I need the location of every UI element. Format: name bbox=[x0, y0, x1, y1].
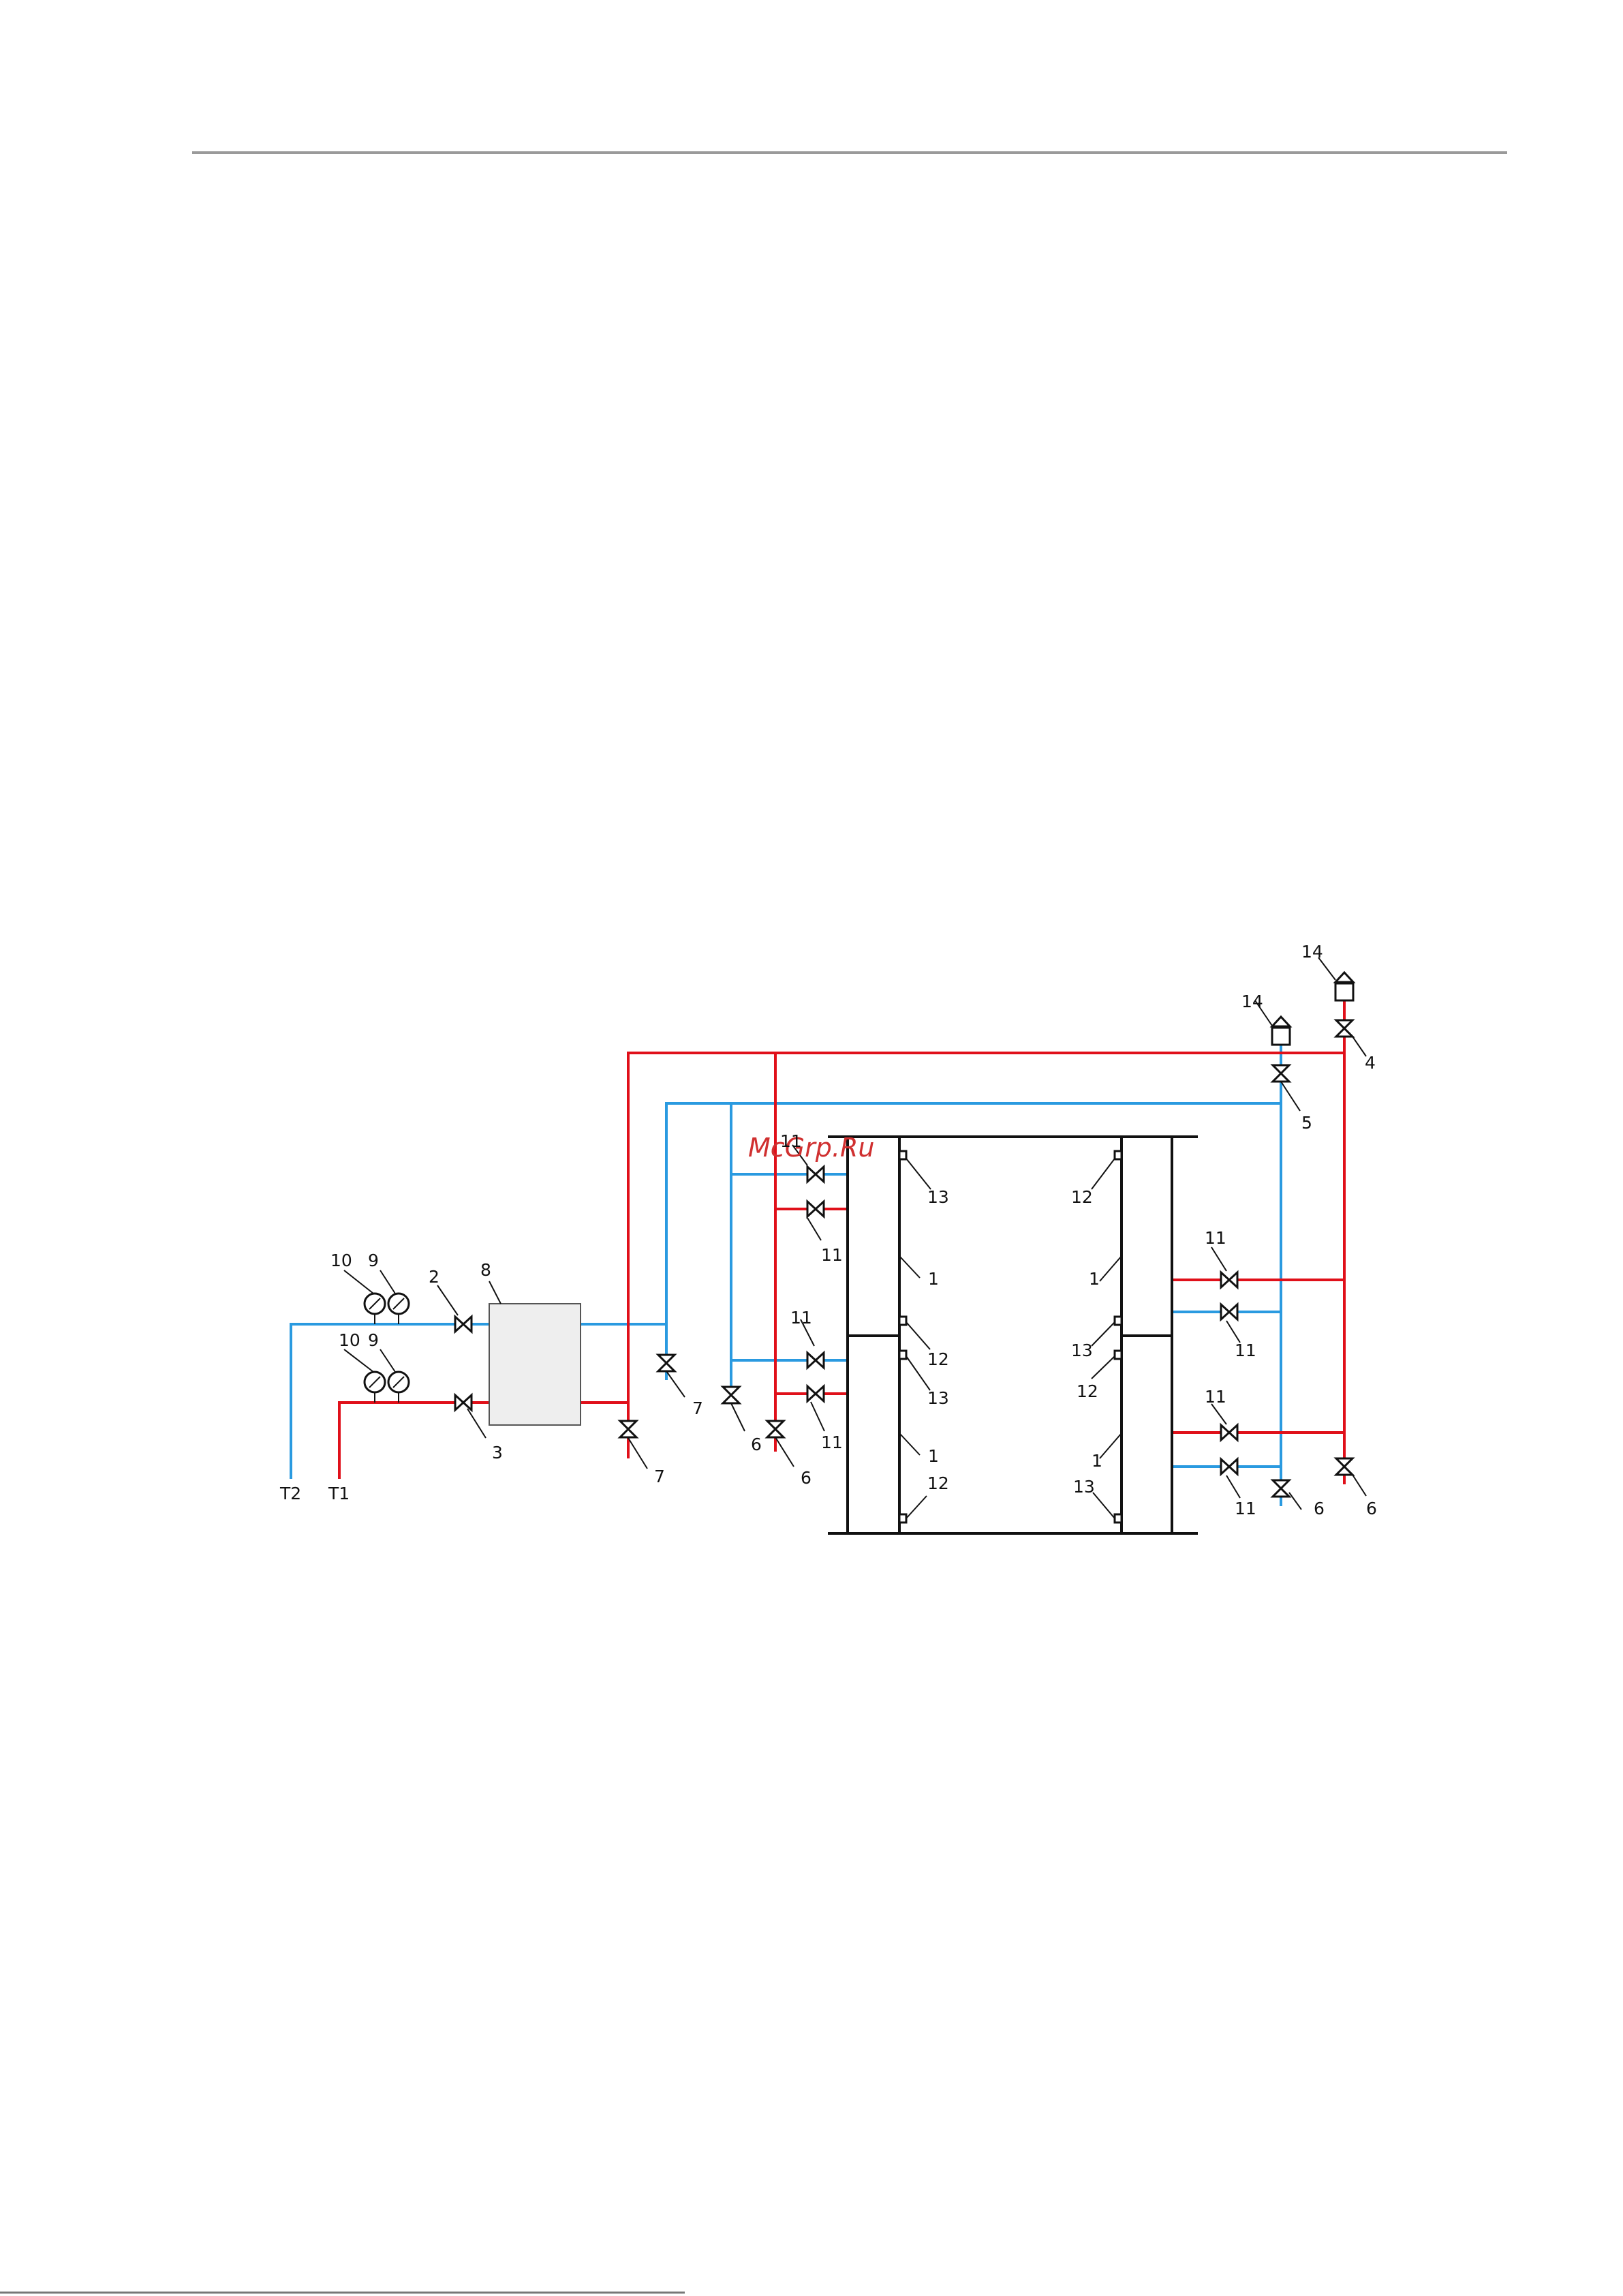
callout-13: 13 bbox=[927, 1187, 949, 1207]
valve-icon bbox=[620, 1421, 636, 1437]
valve-icon bbox=[455, 1395, 472, 1410]
callout-1: 1 bbox=[928, 1446, 939, 1466]
callout-5: 5 bbox=[1301, 1113, 1312, 1133]
callout-1: 1 bbox=[928, 1269, 939, 1289]
callout-6: 6 bbox=[801, 1468, 812, 1488]
sensor-12-left-mid bbox=[899, 1317, 906, 1325]
return-pipes bbox=[291, 1043, 1281, 1506]
callout-10: 10 bbox=[339, 1330, 360, 1350]
callout-11: 11 bbox=[1235, 1341, 1256, 1360]
sensor-12-right-top bbox=[1115, 1151, 1122, 1159]
callout-9: 9 bbox=[368, 1330, 379, 1350]
valve-icon bbox=[807, 1167, 824, 1182]
callout-12: 12 bbox=[1071, 1187, 1093, 1207]
air-vent-cap-icon bbox=[1272, 1017, 1290, 1026]
callout-8: 8 bbox=[480, 1260, 491, 1280]
callout-9: 9 bbox=[368, 1251, 379, 1270]
valve-icon bbox=[658, 1355, 675, 1371]
callout-11: 11 bbox=[1235, 1499, 1256, 1518]
sensor-12-right-mid bbox=[1115, 1351, 1122, 1359]
valve-icon bbox=[1221, 1304, 1237, 1319]
watermark: McGrp.Ru bbox=[748, 1133, 874, 1163]
callout-12: 12 bbox=[1077, 1381, 1098, 1401]
callout-14: 14 bbox=[1241, 992, 1263, 1011]
callout-2: 2 bbox=[429, 1267, 439, 1287]
valve-icon bbox=[807, 1201, 824, 1216]
air-vent-cap-icon bbox=[1335, 973, 1353, 982]
callout-4: 4 bbox=[1365, 1053, 1376, 1073]
return-pipe-label: T2 bbox=[279, 1484, 301, 1503]
callout-13: 13 bbox=[1071, 1341, 1093, 1360]
callout-7: 7 bbox=[654, 1467, 665, 1486]
sensor-13-left-mid bbox=[899, 1351, 906, 1359]
callout-13: 13 bbox=[1073, 1477, 1095, 1497]
sensor-12-left-bottom bbox=[899, 1514, 906, 1522]
callout-11: 11 bbox=[1205, 1387, 1226, 1407]
callout-7: 7 bbox=[692, 1398, 703, 1418]
valve-icon bbox=[1336, 1458, 1352, 1475]
supply-inlet-pipe bbox=[339, 1403, 489, 1479]
valve-icon bbox=[455, 1317, 472, 1332]
callout-1: 1 bbox=[1092, 1451, 1102, 1471]
callout-11: 11 bbox=[821, 1433, 843, 1452]
valve-icon bbox=[1273, 1480, 1289, 1497]
air-vent-icon bbox=[1272, 1028, 1290, 1045]
supply-pipe-label: T1 bbox=[328, 1484, 350, 1503]
valve-icon bbox=[1336, 1020, 1352, 1037]
callout-11: 11 bbox=[821, 1245, 843, 1265]
valve-icon bbox=[1273, 1065, 1289, 1082]
valve-icon bbox=[1221, 1272, 1237, 1287]
callout-6: 6 bbox=[751, 1435, 762, 1454]
sensor-13-right-mid bbox=[1115, 1317, 1122, 1325]
callout-6: 6 bbox=[1366, 1499, 1377, 1518]
valve-icon bbox=[767, 1421, 784, 1437]
callout-6: 6 bbox=[1314, 1499, 1325, 1518]
sensor-13-left-top bbox=[899, 1151, 906, 1159]
callout-1: 1 bbox=[1089, 1269, 1100, 1289]
callout-13: 13 bbox=[927, 1388, 949, 1408]
sensor-13-right-bottom bbox=[1115, 1514, 1122, 1522]
callout-11: 11 bbox=[790, 1308, 812, 1328]
heat-unit bbox=[489, 1304, 581, 1425]
valve-icon bbox=[723, 1387, 739, 1403]
callout-11: 11 bbox=[1205, 1228, 1226, 1248]
callout-10: 10 bbox=[330, 1251, 352, 1270]
callout-12: 12 bbox=[927, 1473, 949, 1493]
callout-12: 12 bbox=[927, 1349, 949, 1369]
air-vent-icon bbox=[1335, 983, 1353, 1000]
callout-14: 14 bbox=[1301, 942, 1323, 962]
callout-11: 11 bbox=[780, 1131, 802, 1151]
callout-3: 3 bbox=[492, 1443, 503, 1463]
supply-main-pipe bbox=[581, 1053, 1344, 1484]
valve-icon bbox=[807, 1386, 824, 1401]
valve-icon bbox=[1221, 1425, 1237, 1440]
valve-icon bbox=[1221, 1459, 1237, 1474]
building-structure bbox=[828, 1137, 1198, 1533]
valve-icon bbox=[807, 1353, 824, 1368]
